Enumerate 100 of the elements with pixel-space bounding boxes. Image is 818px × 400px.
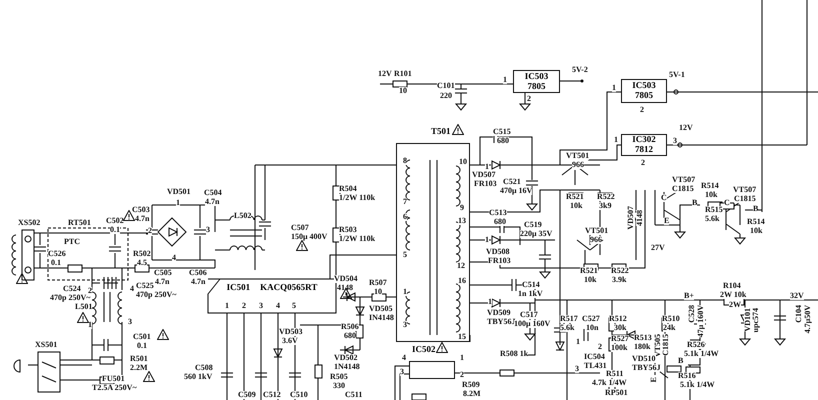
component-label: R517 xyxy=(560,315,578,323)
component-label: 3k9 xyxy=(599,202,612,210)
component-label: C1815 xyxy=(734,195,756,203)
component-label: 680 xyxy=(497,137,509,145)
component-label: 4.7n xyxy=(155,278,170,286)
component-label: R507 xyxy=(369,279,387,287)
component-label: 1n 1kV xyxy=(518,290,543,298)
component-label: XS501 xyxy=(35,341,58,349)
component-label: C525 xyxy=(136,282,154,290)
component-label: C1815 xyxy=(672,185,694,193)
component-label: 3.9k xyxy=(612,276,626,284)
component-label: E xyxy=(664,217,670,225)
component-label: C526 xyxy=(48,250,66,258)
component-label: C505 xyxy=(154,269,172,277)
component-label: 16 xyxy=(458,277,466,285)
component-label: 100μ 160V xyxy=(514,320,550,328)
component-label: 7805 xyxy=(528,82,546,92)
component-label: VD510 xyxy=(632,355,656,363)
component-label: 330 xyxy=(333,382,345,390)
component-label: C104 xyxy=(795,305,803,323)
component-label: C521 xyxy=(503,178,521,186)
component-label: VD507 xyxy=(472,171,496,179)
component-label: 4 xyxy=(402,354,406,362)
component-label: 3 xyxy=(206,226,210,234)
component-label: 4148 xyxy=(337,284,353,292)
component-label: R522 xyxy=(597,193,615,201)
component-label: 27V xyxy=(651,244,665,252)
component-label: 24k xyxy=(663,324,676,332)
component-label: 4.7μ50V xyxy=(804,305,812,334)
component-label: 4 xyxy=(172,254,176,262)
component-label: R506 xyxy=(341,323,359,331)
component-label: VD508 xyxy=(486,248,510,256)
component-label: 6 xyxy=(403,213,407,221)
component-label: 9 xyxy=(460,204,464,212)
component-label: 1 xyxy=(403,288,407,296)
component-label: XS502 xyxy=(18,219,40,227)
component-label: C506 xyxy=(189,269,207,277)
component-label: C503 xyxy=(132,206,150,214)
component-label: 8 xyxy=(403,157,407,165)
component-label: 1 xyxy=(612,84,616,92)
component-label: 4.7k 1/4W xyxy=(592,379,627,387)
component-label: T2.5A 250V~ xyxy=(92,384,137,392)
component-label: R503 xyxy=(339,226,357,234)
component-label: FR103 xyxy=(474,180,497,188)
component-label: 100k xyxy=(611,344,628,352)
component-label: IN4148 xyxy=(369,314,394,322)
component-label: VD501 xyxy=(167,188,191,196)
component-label: R527 xyxy=(611,335,629,343)
component-label: 180k xyxy=(634,343,650,351)
component-label: 4.7n xyxy=(191,278,206,286)
component-label: IC501 xyxy=(226,283,250,293)
component-label: 10n xyxy=(586,324,598,332)
component-label: 470p 250V~ xyxy=(136,291,176,299)
component-label: 47μ 160V xyxy=(697,305,705,338)
component-label: C502 xyxy=(106,217,124,225)
component-label: VD505 xyxy=(369,305,393,313)
component-label: 680 xyxy=(344,332,356,340)
component-label: R514 xyxy=(747,218,765,226)
component-label: 30k xyxy=(614,324,626,332)
component-label: TBY56J xyxy=(487,318,516,326)
component-label: C xyxy=(724,199,730,207)
component-label: R501 xyxy=(130,355,148,363)
component-label: 4 xyxy=(276,302,280,310)
regulator-box xyxy=(621,79,667,103)
component-label: VT507 xyxy=(672,176,696,184)
component-label: 32V xyxy=(790,292,804,300)
component-label: E xyxy=(650,377,658,382)
component-label: 7812 xyxy=(635,145,653,155)
component-label: C519 xyxy=(524,221,542,229)
component-label: upc574 xyxy=(752,308,760,332)
component-label: R104 xyxy=(723,282,741,290)
component-label: 2 xyxy=(460,371,464,379)
component-label: 3 xyxy=(259,302,263,310)
component-label: R512 xyxy=(609,315,627,323)
component-label: 3 xyxy=(673,137,677,145)
component-label: B xyxy=(678,357,684,365)
component-label: C514 xyxy=(522,281,540,289)
component-label: C507 xyxy=(291,224,309,232)
component-label: C515 xyxy=(493,128,511,136)
component-label: IC502 xyxy=(412,345,436,355)
component-label: 2 xyxy=(88,287,92,295)
component-label: 0.1 xyxy=(51,259,61,267)
component-label: 10k xyxy=(570,202,582,210)
component-label: B+ xyxy=(684,292,694,300)
component-label: 0.1 xyxy=(137,342,147,350)
component-label: 1 xyxy=(88,321,92,329)
component-label: C101 xyxy=(437,82,455,90)
component-label: 1/2W 110k xyxy=(339,235,376,243)
component-label: 3 xyxy=(575,365,579,373)
component-label: L501 xyxy=(75,303,92,311)
component-label: 15 xyxy=(458,333,466,341)
component-label: 10k xyxy=(750,227,762,235)
component-label: PTC xyxy=(64,238,80,246)
component-label: R510 xyxy=(662,315,680,323)
wire xyxy=(330,254,396,280)
component-label: C517 xyxy=(520,311,538,319)
component-label: VD504 xyxy=(334,275,358,283)
component-label: 4 xyxy=(130,285,134,293)
component-label: T501 xyxy=(431,127,451,137)
component-label: C504 xyxy=(204,189,222,197)
